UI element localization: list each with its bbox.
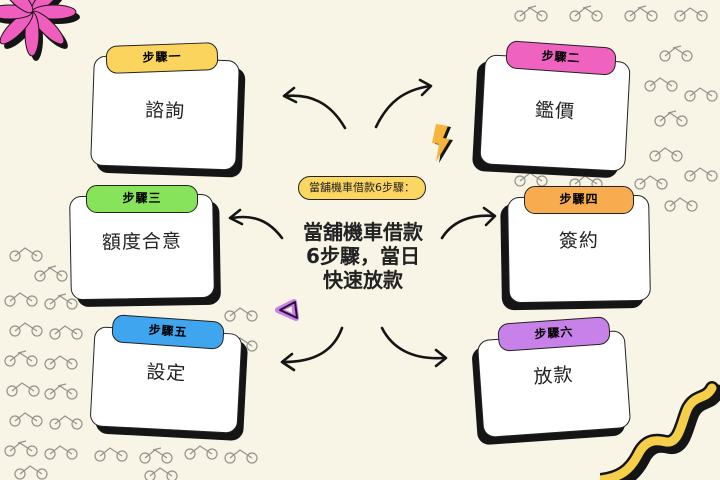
lightning-icon [432,124,453,163]
center-subtitle-pill: 當舖機車借款6步驟： [298,176,426,200]
step-tag-3: 步驟三 [86,185,198,213]
step-tag-4: 步驟四 [524,186,634,214]
center-title-line: 當舖機車借款 [303,220,423,244]
flower-icon [0,0,80,61]
step-tag-1: 步驟一 [105,42,219,74]
step-label: 額度合意 [101,230,183,254]
center-title-line: 快速放款 [323,268,403,292]
step-label: 簽約 [558,229,600,253]
step-label: 諮詢 [144,99,186,123]
triangle-icon [275,299,299,321]
center-title-line: 6步驟，當日 [306,244,420,268]
center-title: 當舖機車借款 6步驟，當日 快速放款 [288,220,438,292]
squiggle-icon [600,381,720,480]
